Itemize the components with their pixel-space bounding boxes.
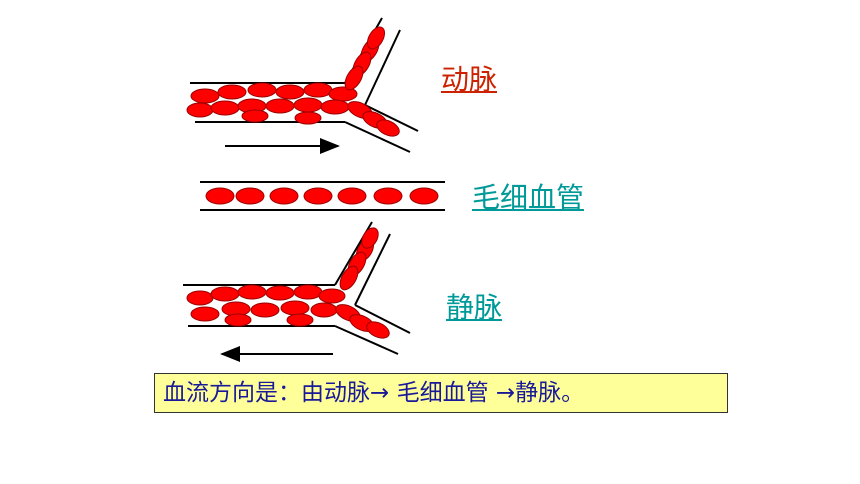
capillary-vessel bbox=[200, 181, 445, 211]
capillary-blood-cells bbox=[205, 187, 439, 205]
vein-vessel bbox=[183, 221, 411, 362]
vein-blood-cells bbox=[186, 227, 390, 339]
capillary-walls bbox=[200, 181, 445, 211]
artery-vessel bbox=[186, 17, 419, 154]
vein-label: 静脉 bbox=[446, 291, 503, 324]
capillary-label: 毛细血管 bbox=[472, 181, 585, 214]
artery-blood-cells bbox=[186, 26, 400, 137]
artery-label: 动脉 bbox=[441, 63, 498, 96]
flow-direction-summary: 血流方向是：由动脉→ 毛细血管 →静脉。 bbox=[154, 373, 728, 413]
